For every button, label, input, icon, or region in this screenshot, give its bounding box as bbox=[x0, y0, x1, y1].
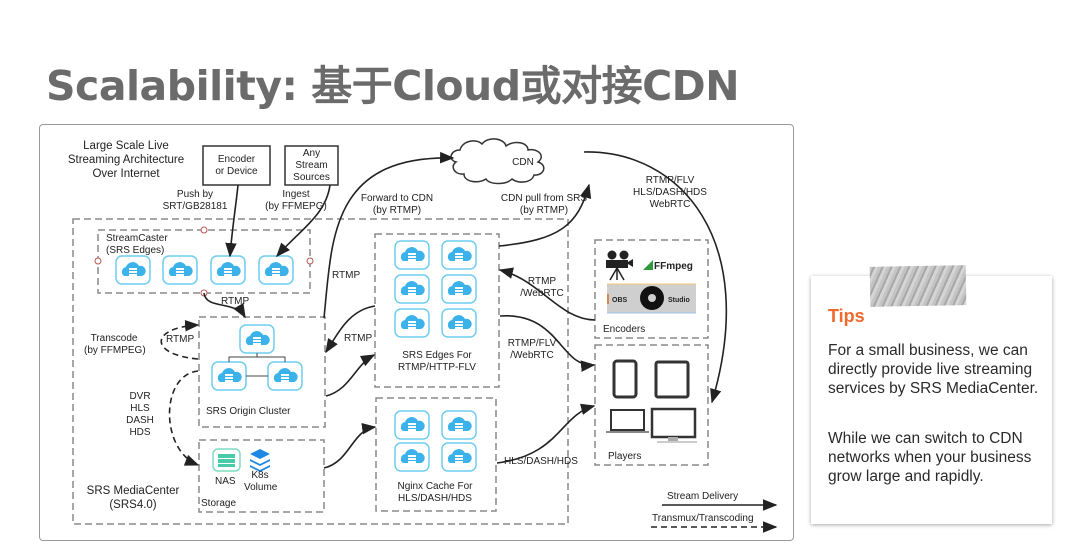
phone-icon bbox=[612, 359, 638, 399]
rtmp-flv-out-label: RTMP/FLV/WebRTC bbox=[507, 338, 557, 361]
diagram-heading: Large Scale Live Streaming Architecture … bbox=[52, 139, 200, 181]
tips-paragraph-2: While we can switch to CDN networks when… bbox=[828, 430, 1032, 485]
ingest-label: Ingest(by FFMEPG) bbox=[265, 189, 327, 212]
nas-icon bbox=[212, 448, 241, 472]
encoder-device-box bbox=[202, 145, 271, 186]
slide-title: Scalability: 基于Cloud或对接CDN bbox=[46, 62, 740, 110]
svg-text:FFmpeg: FFmpeg bbox=[654, 261, 693, 272]
server-icon bbox=[115, 255, 151, 285]
cdn-pull-label: CDN pull from SRS(by RTMP) bbox=[500, 193, 588, 216]
tips-paragraph-1: For a small business, we can directly pr… bbox=[828, 342, 1039, 397]
rtmp-transcode-label: RTMP bbox=[166, 334, 195, 345]
monitor-icon bbox=[650, 407, 697, 443]
server-icon bbox=[267, 361, 303, 391]
server-icon bbox=[394, 240, 430, 270]
arrow-cdn-pull bbox=[498, 183, 592, 247]
storage-label: Storage bbox=[201, 498, 237, 509]
laptop-icon bbox=[606, 409, 649, 433]
rtmp-caster-origin-label: RTMP bbox=[221, 296, 250, 307]
tips-card bbox=[811, 276, 1052, 524]
server-icon bbox=[162, 255, 198, 285]
origin-cluster-label: SRS Origin Cluster bbox=[206, 406, 291, 417]
legend-transmux: Transmux/Transcoding bbox=[652, 513, 754, 524]
server-icon bbox=[394, 308, 430, 338]
obs-studio-logo: OBS Studio bbox=[607, 283, 696, 314]
arrow-dvr bbox=[168, 370, 200, 466]
srs-edges-group bbox=[374, 233, 500, 388]
tablet-icon bbox=[654, 360, 690, 399]
k8s-volume-icon bbox=[250, 449, 270, 472]
storage-group bbox=[198, 439, 325, 513]
nas-label: NAS bbox=[215, 476, 236, 487]
tape-decoration bbox=[869, 265, 967, 307]
heading-line: Streaming Architecture bbox=[67, 154, 185, 166]
rtmp-webrtc-in-label: RTMP/WebRTC bbox=[520, 276, 564, 299]
players-group bbox=[594, 344, 709, 466]
tips-title: Tips bbox=[828, 306, 865, 326]
transcode-label: Transcode(by FFMPEG) bbox=[84, 333, 146, 356]
arrow-edges-origin bbox=[325, 305, 376, 354]
origin-cluster-group bbox=[198, 316, 326, 428]
arrow-edges-players bbox=[499, 315, 596, 372]
server-icon bbox=[258, 255, 294, 285]
arrow-push bbox=[225, 184, 239, 258]
mediacenter-group bbox=[72, 218, 569, 525]
encoders-label: Encoders bbox=[603, 324, 646, 335]
arrow-ingest bbox=[276, 184, 331, 258]
server-icon bbox=[441, 410, 477, 440]
hls-out-label: HLS/DASH/HDS bbox=[504, 456, 578, 467]
heading-line: Over Internet bbox=[92, 168, 160, 180]
cdn-cloud-icon bbox=[450, 138, 545, 185]
streamcaster-label: StreamCaster(SRS Edges) bbox=[106, 233, 168, 256]
mediacenter-label: SRS MediaCenter(SRS4.0) bbox=[86, 485, 180, 511]
arrow-nginx-players bbox=[496, 403, 596, 464]
arrow-storage-nginx bbox=[323, 422, 377, 469]
server-icon bbox=[441, 308, 477, 338]
server-icon bbox=[441, 240, 477, 270]
players-label: Players bbox=[608, 451, 642, 462]
server-icon bbox=[441, 274, 477, 304]
server-icon bbox=[210, 255, 246, 285]
server-icon bbox=[441, 442, 477, 472]
cdn-label: CDN bbox=[512, 157, 534, 168]
encoders-group bbox=[594, 239, 709, 339]
camera-icon bbox=[606, 250, 633, 281]
arrow-caster-origin bbox=[203, 292, 246, 319]
server-icon bbox=[394, 410, 430, 440]
arrow-cdn-out bbox=[583, 151, 728, 404]
server-icon bbox=[211, 361, 247, 391]
svg-text:OBS: OBS bbox=[612, 297, 628, 304]
server-icon bbox=[239, 324, 275, 354]
ffmpeg-logo: FFmpeg bbox=[643, 260, 693, 272]
rtmp-forward-label: RTMP bbox=[332, 270, 361, 281]
svg-text:Studio: Studio bbox=[668, 297, 690, 304]
server-icon bbox=[394, 274, 430, 304]
arrow-origin-edges bbox=[325, 354, 376, 397]
arrow-forward-cdn bbox=[323, 151, 455, 319]
any-stream-sources-box bbox=[284, 145, 339, 186]
arrow-transcode-loop bbox=[160, 320, 200, 360]
server-icon bbox=[394, 442, 430, 472]
heading-line: Large Scale Live bbox=[83, 140, 169, 152]
legend-stream-delivery: Stream Delivery bbox=[667, 491, 739, 502]
rtmp-edges-origin-label: RTMP bbox=[344, 333, 373, 344]
nginx-cache-group bbox=[375, 397, 497, 512]
forward-to-cdn-label: Forward to CDN(by RTMP) bbox=[360, 193, 434, 216]
arrow-encoders-edges bbox=[498, 267, 596, 321]
